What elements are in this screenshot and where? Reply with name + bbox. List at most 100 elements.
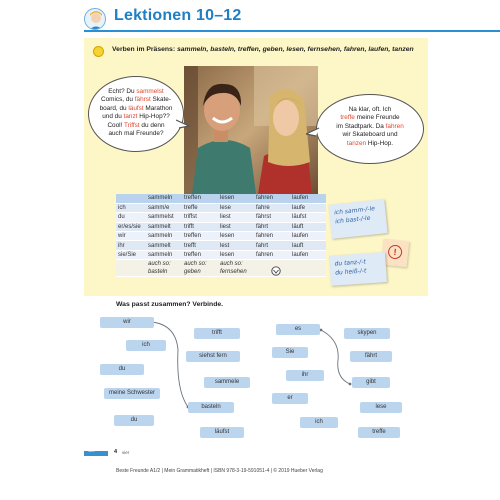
highlighted-verb: tanzen <box>346 139 367 147</box>
table-cell: laufen <box>290 231 326 242</box>
table-cell: samm/e <box>146 203 182 214</box>
highlighted-verb: fahren <box>385 122 404 130</box>
match-chip-left-word[interactable]: wir <box>100 317 154 328</box>
table-footer-cell <box>254 259 290 278</box>
pronoun-cell: ich <box>116 203 146 214</box>
sticky-note-ich: ich samm-/-le ich bast-/-le <box>328 199 388 239</box>
pronoun-cell: du <box>116 212 146 223</box>
highlighted-verb: fährst <box>134 96 151 104</box>
speech-bubble-tail-left <box>176 119 190 129</box>
table-cell: liest <box>218 222 254 233</box>
table-cell: fahren <box>254 231 290 242</box>
table-cell: treffen <box>182 231 218 242</box>
match-chip-left-verb[interactable]: läufst <box>200 427 244 438</box>
bubble-text: Cool! <box>107 121 125 129</box>
bubble-text: Na klar, oft. Ich <box>348 106 392 113</box>
match-chip-left-verb[interactable]: sammele <box>204 377 250 388</box>
table-header-cell: laufen <box>290 194 326 204</box>
match-chip-right-word[interactable]: ich <box>300 417 338 428</box>
page-number: 4 <box>114 449 118 455</box>
table-header-cell: sammeln <box>146 194 182 204</box>
match-chip-right-word[interactable]: es <box>276 324 320 335</box>
table-header-cell: lesen <box>218 194 254 204</box>
table-cell: trifft <box>182 222 218 233</box>
table-header-cell <box>116 194 146 204</box>
table-cell: fahrt <box>254 240 290 251</box>
character-avatar-icon <box>84 8 106 30</box>
match-chip-left-verb[interactable]: basteln <box>188 402 234 413</box>
table-cell: fährst <box>254 212 290 223</box>
eye-icon <box>271 266 281 276</box>
match-chip-right-verb[interactable]: skypen <box>344 328 390 339</box>
table-header-cell: fahren <box>254 194 290 204</box>
table-footer-cell: auch so:basteln <box>146 259 182 278</box>
match-chip-right-word[interactable]: Sie <box>272 347 308 358</box>
table-footer-cell <box>290 259 326 278</box>
footer-credit: Beste Freunde A1/2 | Mein Grammatikheft … <box>116 468 323 474</box>
match-chip-left-verb[interactable]: trifft <box>194 328 240 339</box>
bubble-text: du denn <box>139 121 165 129</box>
table-cell: laufe <box>290 203 326 214</box>
rule-heading: Verben im Präsens: sammeln, basteln, tre… <box>112 46 414 53</box>
match-chip-left-word[interactable]: du <box>114 415 154 426</box>
page-title: Lektionen 10–12 <box>114 7 242 24</box>
bubble-text: board, du <box>99 104 129 112</box>
match-chip-right-verb[interactable]: lese <box>360 402 402 413</box>
table-footer-cell: auch so:fernsehen <box>218 259 254 278</box>
match-chip-right-word[interactable]: er <box>272 393 308 404</box>
exclamation-icon: ! <box>387 244 403 260</box>
highlighted-verb: läufst <box>128 104 144 112</box>
table-cell: sammelt <box>146 222 182 233</box>
footer-tab-label: Neu <box>88 449 95 453</box>
table-cell: lesen <box>218 250 254 261</box>
table-footer-cell: auch so:geben <box>182 259 218 278</box>
page-number-word: vier <box>122 450 130 455</box>
highlighted-verb: sammelst <box>136 88 164 95</box>
pronoun-cell: wir <box>116 231 146 242</box>
footer-tab <box>84 451 108 456</box>
pronoun-cell: sie/Sie <box>116 250 146 261</box>
rule-prefix: Verben im Präsens: <box>112 46 177 53</box>
match-chip-left-verb[interactable]: siehst fern <box>186 351 240 362</box>
match-chip-left-word[interactable]: meine Schwester <box>104 388 160 399</box>
table-cell: triffst <box>182 212 218 223</box>
bubble-text: Comics, du <box>101 96 135 104</box>
table-cell: liest <box>218 212 254 223</box>
note-line: du heiß-/-t <box>335 267 367 277</box>
match-chip-right-verb[interactable]: fährt <box>350 351 392 362</box>
table-cell: sammeln <box>146 250 182 261</box>
table-cell: trefft <box>182 240 218 251</box>
bubble-text: auch mal Freunde? <box>108 130 164 138</box>
match-chip-right-verb[interactable]: gibt <box>352 377 390 388</box>
table-cell: lauft <box>290 240 326 251</box>
rule-bullet-icon <box>93 46 104 57</box>
exercise-title: Was passt zusammen? Verbinde. <box>116 301 224 308</box>
match-chip-right-word[interactable]: ihr <box>286 370 324 381</box>
bubble-text: wir Skateboard und <box>342 131 398 139</box>
table-cell: treffe <box>182 203 218 214</box>
pronoun-cell: er/es/sie <box>116 222 146 233</box>
table-cell: fahren <box>254 250 290 261</box>
match-chip-left-word[interactable]: ich <box>126 340 166 351</box>
table-cell: sammelt <box>146 240 182 251</box>
match-chip-right-verb[interactable]: treffe <box>358 427 400 438</box>
highlighted-verb: tanzt <box>123 113 138 121</box>
table-cell: treffen <box>182 250 218 261</box>
title-rule <box>84 30 500 32</box>
bubble-text: Hip-Hop?? <box>137 113 170 121</box>
table-footer-cell <box>116 259 146 278</box>
table-cell: läuft <box>290 222 326 233</box>
table-cell: läufst <box>290 212 326 223</box>
match-chip-left-word[interactable]: du <box>100 364 144 375</box>
table-cell: laufen <box>290 250 326 261</box>
